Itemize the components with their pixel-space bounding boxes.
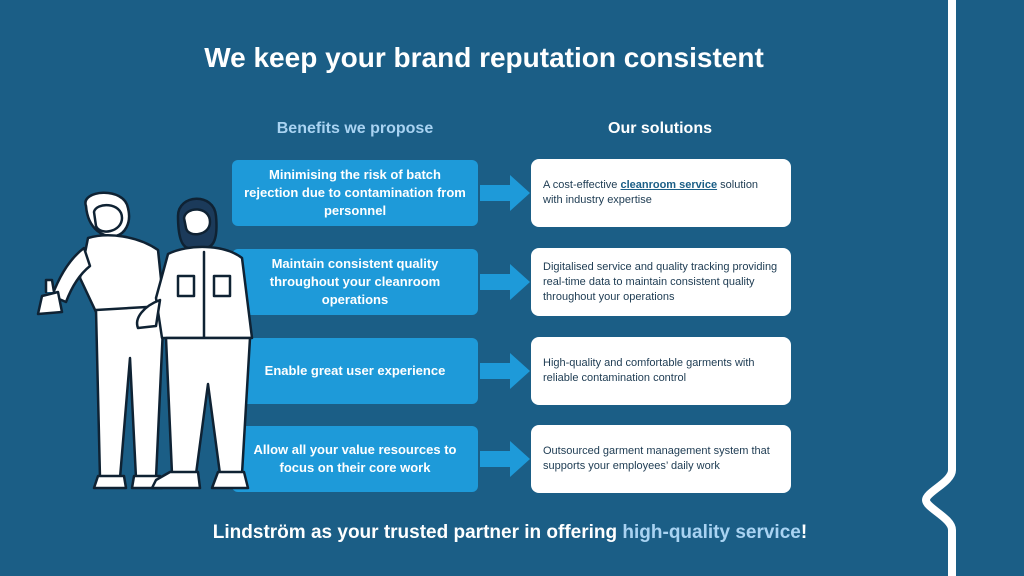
two-people-illustration xyxy=(36,191,254,490)
footer-text-end: ! xyxy=(800,522,808,543)
arrow-right-icon xyxy=(480,441,530,477)
benefits-header: Benefits we propose xyxy=(276,120,434,137)
solution-text-1-post: solution with industry expertise xyxy=(543,179,759,206)
footer-tagline: Lindström as your trusted partner in off… xyxy=(0,522,1020,544)
brand-chevron-line xyxy=(921,0,956,576)
benefit-box-4: Allow all your value resources to focus … xyxy=(232,426,478,492)
solution-text-1: A cost-effective cleanroom service solut… xyxy=(543,178,779,208)
solutions-header: Our solutions xyxy=(608,120,712,137)
benefit-box-3: Enable great user experience xyxy=(232,338,478,404)
footer-highlight: high-quality service xyxy=(622,522,801,543)
footer-text: Lindström as your trusted partner in off… xyxy=(212,522,623,543)
arrow-right-icon xyxy=(480,175,530,211)
arrow-right-icon xyxy=(480,353,530,389)
arrow-right-icon xyxy=(480,264,530,300)
solution-box-4: Outsourced garment management system tha… xyxy=(531,425,791,493)
cleanroom-service-link[interactable]: cleanroom service xyxy=(620,179,718,191)
solution-text-1-pre: A cost-effective xyxy=(543,179,621,191)
solution-box-2: Digitalised service and quality tracking… xyxy=(531,248,791,316)
slide-title: We keep your brand reputation consistent xyxy=(204,42,764,73)
solution-box-3: High-quality and comfortable garments wi… xyxy=(531,337,791,405)
solution-box-1: A cost-effective cleanroom service solut… xyxy=(531,159,791,227)
benefit-box-1: Minimising the risk of batch rejection d… xyxy=(232,160,478,226)
benefit-box-2: Maintain consistent quality throughout y… xyxy=(232,249,478,315)
